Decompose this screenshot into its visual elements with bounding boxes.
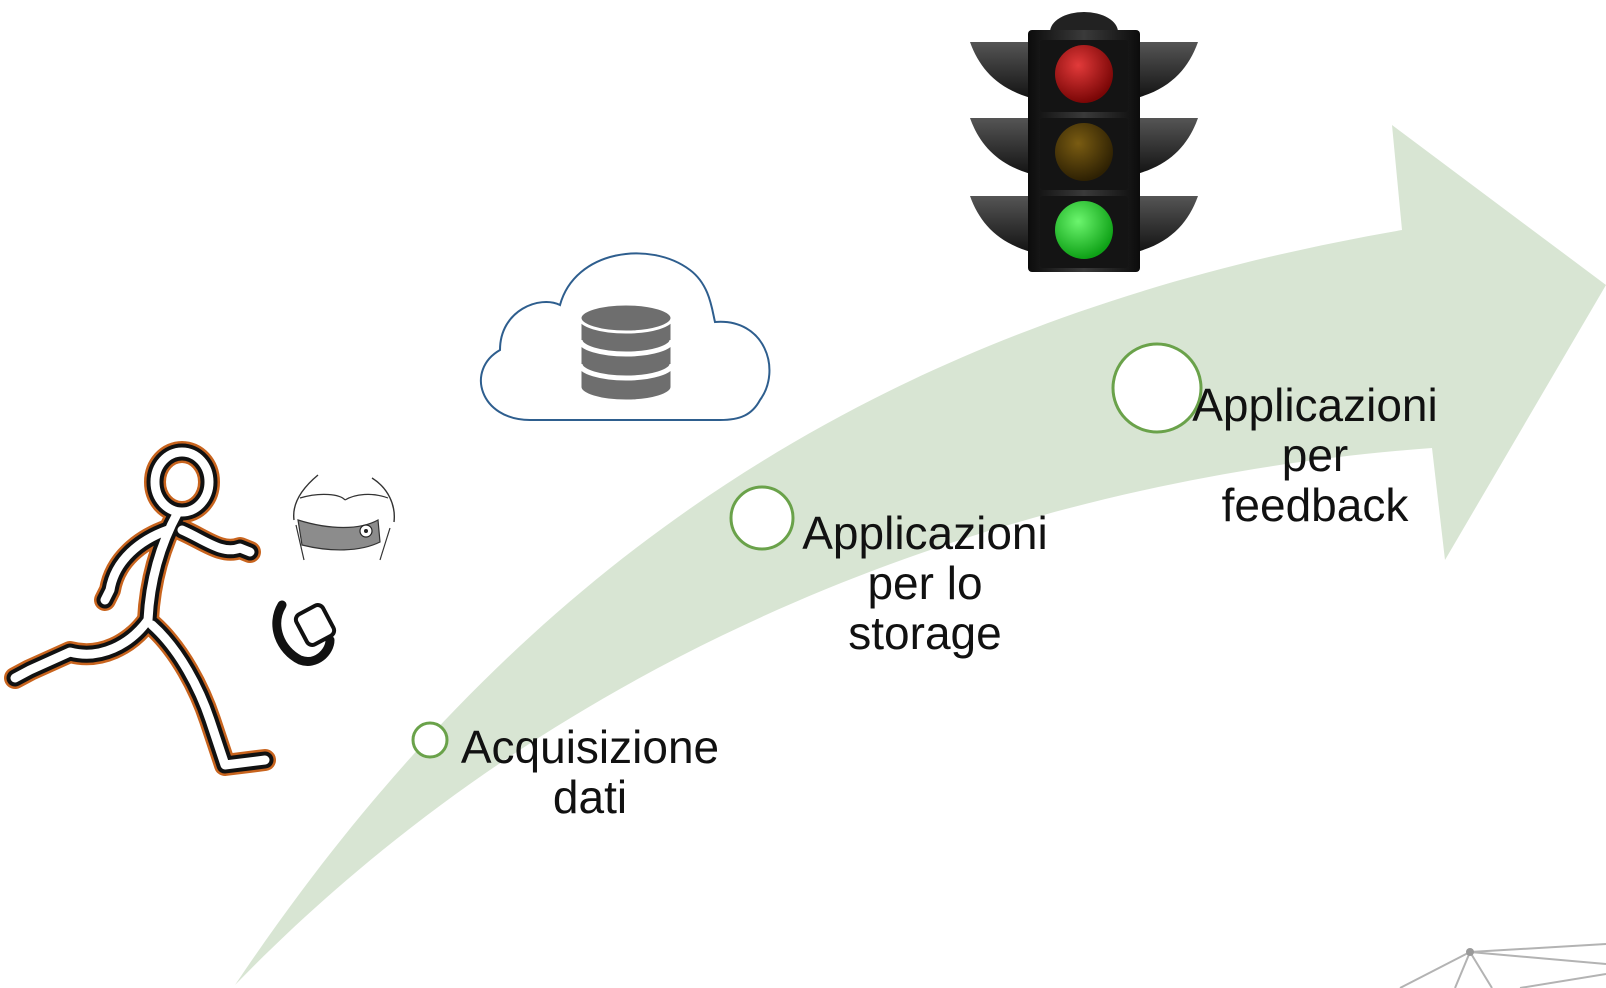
step-label-storage: Applicazioni per lo storage — [790, 508, 1060, 658]
step-label-line: Applicazioni — [802, 507, 1048, 559]
step-label-line: storage — [848, 607, 1002, 659]
step-label-line: feedback — [1221, 479, 1409, 531]
green-light — [1055, 201, 1113, 259]
step-label-line: dati — [552, 771, 628, 823]
step-label-acquisition: Acquisizione dati — [450, 722, 730, 822]
red-light — [1055, 45, 1113, 103]
amber-light — [1055, 123, 1113, 181]
heart-rate-chest-strap-icon — [293, 474, 395, 561]
network-mesh-icon — [1399, 943, 1606, 988]
runner-icon — [4, 441, 276, 776]
step-label-line: per — [1281, 429, 1349, 481]
database-icon — [577, 302, 675, 403]
process-arrow — [235, 125, 1606, 985]
step-node-storage — [729, 485, 795, 551]
step-label-feedback: Applicazioni per feedback — [1180, 380, 1450, 530]
step-label-line: per lo — [867, 557, 983, 609]
cloud-database-icon — [480, 252, 771, 421]
step-node-feedback — [1111, 342, 1203, 434]
step-label-line: Applicazioni — [1192, 379, 1438, 431]
wrist-sensor-icon — [272, 600, 337, 666]
traffic-light-icon — [970, 12, 1198, 272]
step-label-line: Acquisizione — [460, 721, 720, 773]
step-node-acquisition — [411, 721, 449, 759]
